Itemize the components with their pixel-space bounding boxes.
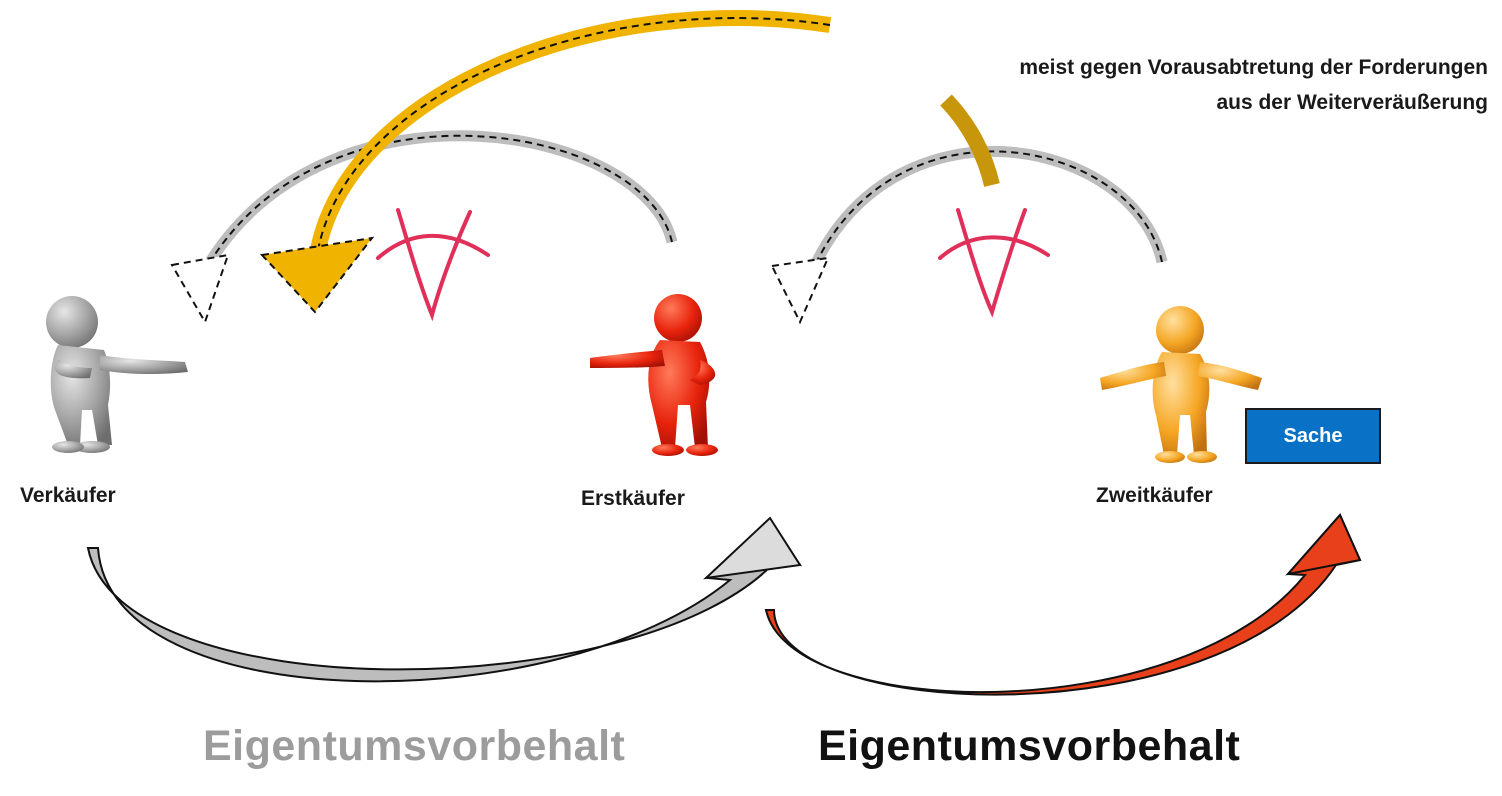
- retention-label-right: Eigentumsvorbehalt: [818, 722, 1241, 770]
- first-buyer-figure: [590, 294, 718, 456]
- second-buyer-label: Zweitkäufer: [1096, 484, 1213, 507]
- seller-label: Verkäufer: [20, 484, 116, 507]
- note-connector: [940, 94, 1000, 187]
- retention-label-left: Eigentumsvorbehalt: [203, 722, 626, 770]
- assignment-note-line1: meist gegen Vorausabtretung der Forderun…: [1019, 56, 1488, 79]
- assignment-arrow: [259, 10, 832, 314]
- ownership-arrow-first-to-second: [764, 513, 1362, 696]
- second-buyer-figure: [1100, 306, 1262, 463]
- red-cross-mark-right: [938, 208, 1050, 318]
- assignment-note-line2: aus der Weiterveräußerung: [1216, 91, 1488, 114]
- item-box: Sache: [1245, 408, 1381, 464]
- payment-arrow-second-to-first: [770, 145, 1168, 325]
- payment-arrow-first-to-seller: [170, 130, 678, 325]
- first-buyer-label: Erstkäufer: [581, 487, 685, 510]
- item-box-label: Sache: [1283, 424, 1343, 447]
- assignment-note: meist gegen Vorausabtretung der Forderun…: [1019, 50, 1488, 120]
- seller-figure: [46, 296, 188, 453]
- red-cross-mark-left: [376, 208, 490, 322]
- ownership-arrow-seller-to-first: [86, 516, 803, 683]
